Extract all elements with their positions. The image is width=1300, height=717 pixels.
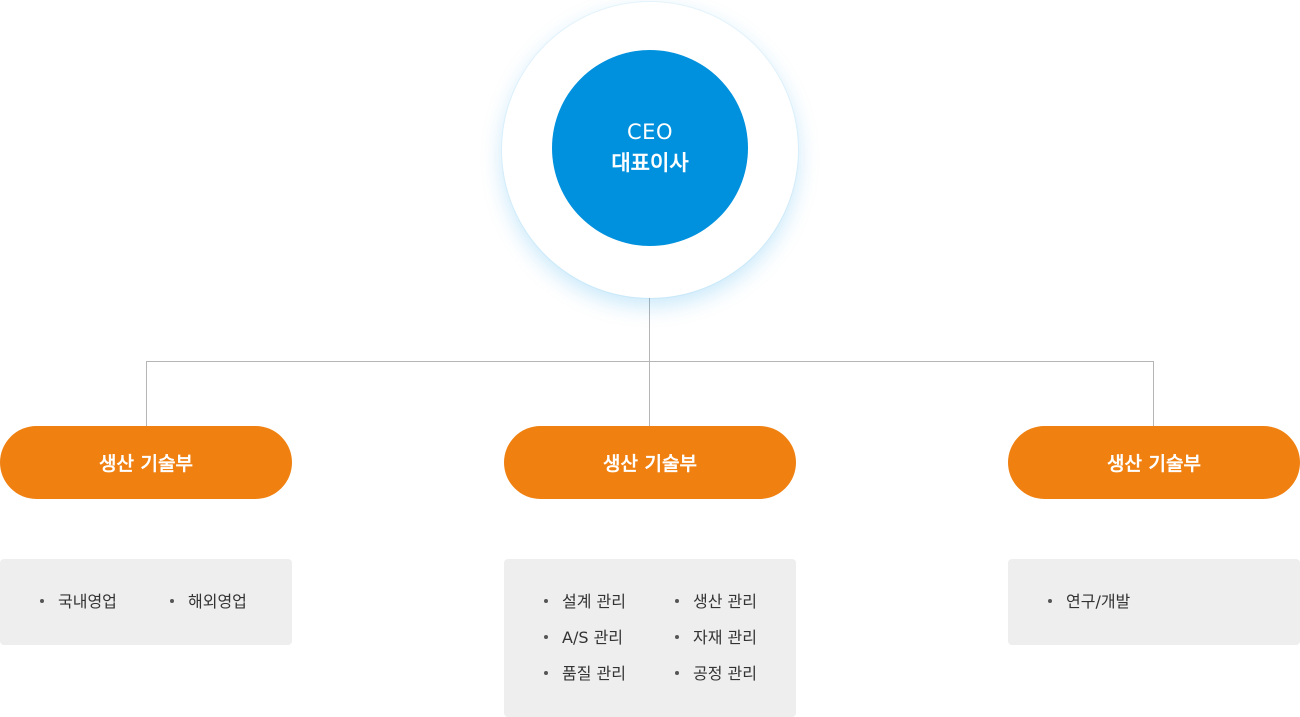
bullet-icon — [675, 634, 679, 639]
connector-horizontal — [146, 361, 1154, 362]
connector-dept-1 — [146, 361, 147, 426]
list-item: 품질 관리 — [544, 664, 626, 684]
list-item: 공정 관리 — [675, 664, 757, 684]
bullet-icon — [170, 598, 174, 603]
task-box-2: 설계 관리 생산 관리 A/S 관리 자재 관리 품질 관리 공정 관리 — [504, 559, 796, 717]
task-box-3: 연구/개발 — [1008, 559, 1300, 645]
bullet-icon — [544, 670, 548, 675]
list-item: 설계 관리 — [544, 592, 626, 612]
list-item: 국내영업 — [40, 592, 117, 612]
list-item: 해외영업 — [170, 592, 247, 612]
list-item: 자재 관리 — [675, 628, 757, 648]
bullet-icon — [675, 670, 679, 675]
list-item: 연구/개발 — [1048, 592, 1130, 612]
connector-dept-2 — [649, 361, 650, 426]
ceo-title-en: CEO — [627, 120, 673, 144]
department-node-3: 생산 기술부 — [1008, 426, 1300, 499]
task-list-2: 설계 관리 생산 관리 A/S 관리 자재 관리 품질 관리 공정 관리 — [504, 559, 796, 717]
task-box-1: 국내영업 해외영업 — [0, 559, 292, 645]
department-name: 생산 기술부 — [1106, 453, 1201, 475]
bullet-icon — [1048, 598, 1052, 603]
task-list-3: 연구/개발 — [1008, 559, 1300, 645]
connector-ceo-down — [649, 296, 650, 361]
department-name: 생산 기술부 — [98, 453, 193, 475]
bullet-icon — [675, 598, 679, 603]
task-list-1: 국내영업 해외영업 — [0, 559, 292, 645]
list-item: A/S 관리 — [544, 628, 623, 648]
bullet-icon — [544, 634, 548, 639]
list-item: 생산 관리 — [675, 592, 757, 612]
ceo-title-ko: 대표이사 — [611, 151, 689, 175]
ceo-node: CEO 대표이사 — [552, 50, 748, 246]
department-node-1: 생산 기술부 — [0, 426, 292, 499]
department-node-2: 생산 기술부 — [504, 426, 796, 499]
bullet-icon — [544, 598, 548, 603]
department-name: 생산 기술부 — [602, 453, 697, 475]
connector-dept-3 — [1153, 361, 1154, 426]
bullet-icon — [40, 598, 44, 603]
